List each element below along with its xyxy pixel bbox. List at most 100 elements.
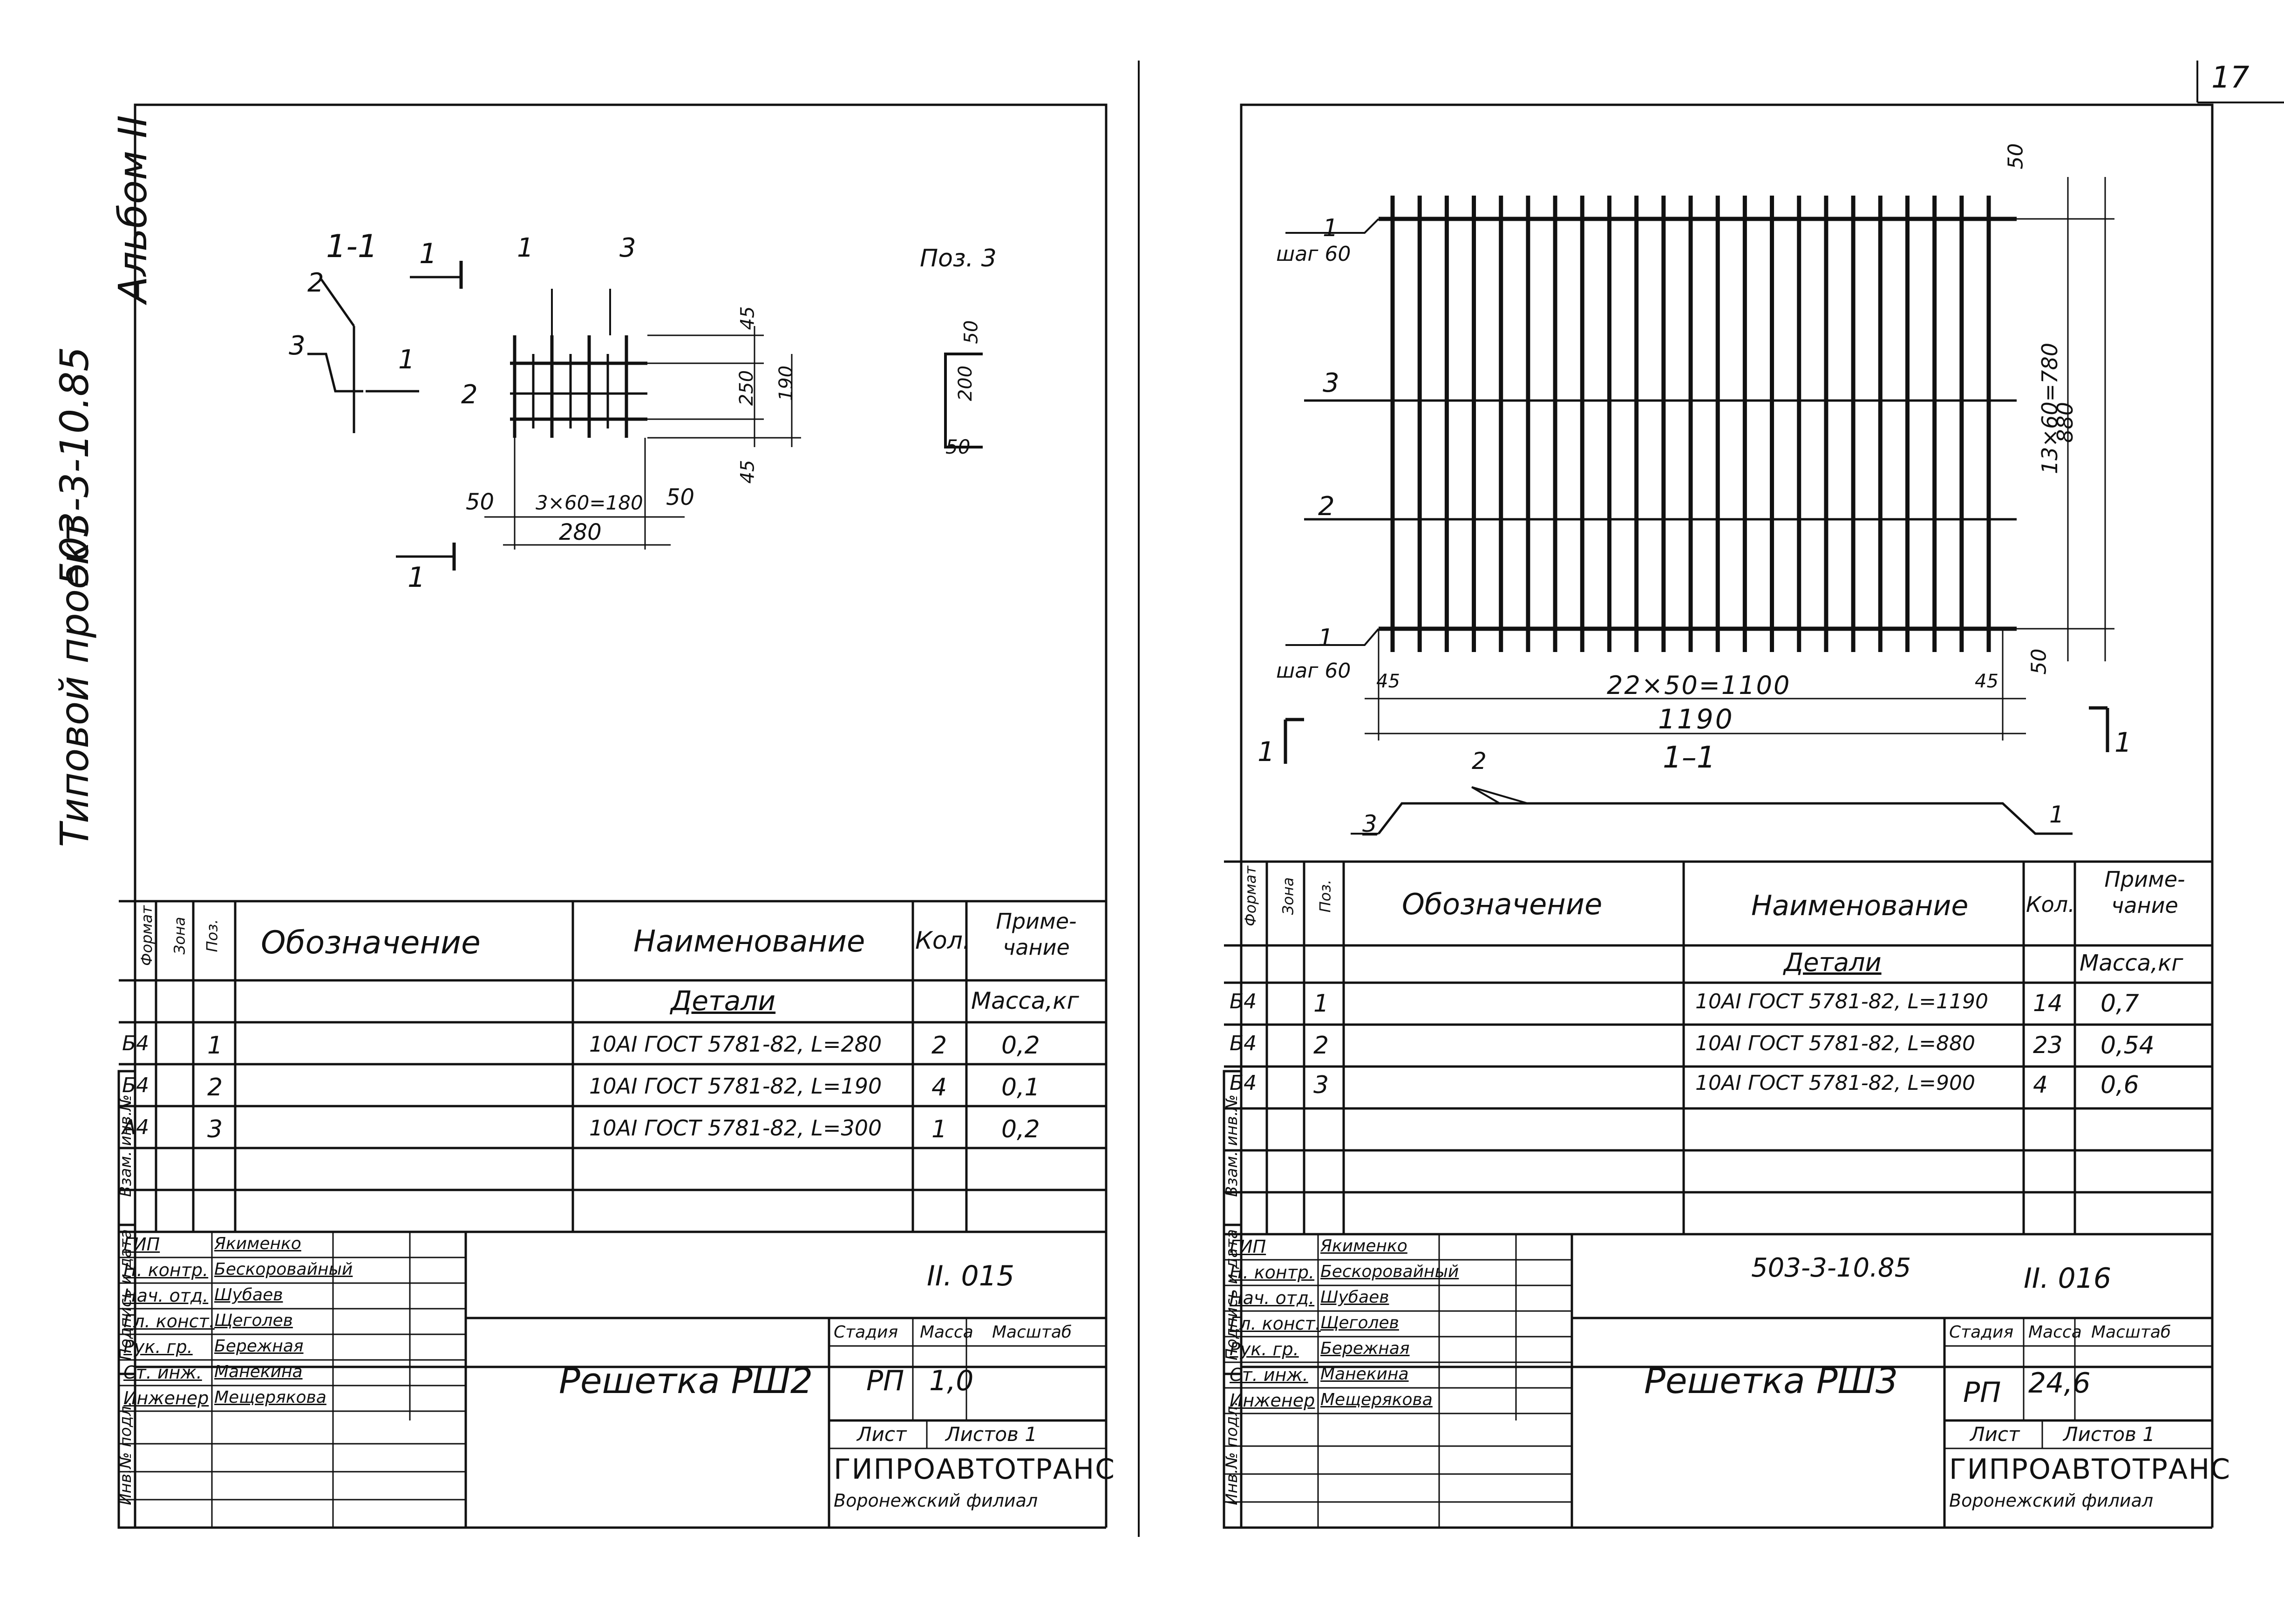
- r-mass-value: 24,6: [2028, 1367, 2091, 1400]
- org-name: ГИПРОАВТОТРАНС: [834, 1453, 1115, 1486]
- stage-value: РП: [866, 1365, 904, 1397]
- stamp-name: Бескоровайный: [214, 1260, 353, 1279]
- branch-name: Воронежский филиал: [834, 1490, 1038, 1511]
- dim-45-right: 45: [1975, 671, 1999, 692]
- callout-p1-top: 1: [1323, 214, 1339, 242]
- left-plan-grid: [484, 289, 983, 550]
- hdr-qty: Кол.: [915, 927, 971, 955]
- row-name: 10АI ГОСТ 5781-82, L=280: [589, 1032, 882, 1057]
- stamp-name: Бескоровайный: [1320, 1262, 1459, 1281]
- r-row-qty: 14: [2033, 990, 2063, 1017]
- section-mark-top: 1: [419, 238, 437, 270]
- stamp-name: Бережная: [214, 1337, 304, 1356]
- r-row-name: 10АI ГОСТ 5781-82, L=900: [1695, 1071, 1975, 1095]
- stamp-role: ГИП: [1230, 1237, 1266, 1257]
- hdr-name: Наименование: [633, 924, 865, 959]
- r-row-mass: 0,6: [2100, 1071, 2139, 1099]
- spec-section: Детали: [671, 985, 776, 1017]
- pos3-dim-50b: 50: [945, 435, 971, 458]
- dim-22x50: 22×50=1100: [1607, 671, 1791, 700]
- stamp-name: Щеголев: [1320, 1313, 1399, 1332]
- mass-value: 1,0: [929, 1365, 974, 1397]
- r-mass-label: Масса: [2028, 1323, 2082, 1342]
- stamp-title: Решетка РШ2: [559, 1360, 813, 1401]
- callout-p3: 3: [1323, 368, 1339, 398]
- r-row-name: 10АI ГОСТ 5781-82, L=880: [1695, 1032, 1975, 1055]
- r-row-format: Б4: [1230, 1032, 1257, 1055]
- row-pos: 3: [207, 1115, 223, 1143]
- r-sheets-label: Листов 1: [2063, 1423, 2155, 1446]
- pos3-title: Поз. 3: [920, 245, 997, 272]
- stamp-name: Щеголев: [214, 1311, 293, 1330]
- r-row-pos: 1: [1313, 990, 1329, 1018]
- stamp-role: Инженер: [123, 1388, 209, 1408]
- dim-3x60: 3×60=180: [536, 491, 643, 514]
- row-format: Б4: [122, 1032, 150, 1055]
- section-mark-left: 1: [1258, 736, 1275, 768]
- hdr-note: Приме-чание: [996, 909, 1077, 960]
- row-name: 10АI ГОСТ 5781-82, L=190: [589, 1074, 882, 1099]
- stamp-role: Нач. отд.: [1230, 1288, 1315, 1308]
- project-code-label: 503-3-10.85: [52, 347, 97, 586]
- stamp-role: Н. контр.: [123, 1260, 209, 1280]
- stamp-role: Ст. инж.: [123, 1362, 202, 1383]
- stamp-name: Шубаев: [214, 1285, 283, 1305]
- stage-label: Стадия: [834, 1323, 898, 1342]
- stamp-role: Рук. гр.: [123, 1337, 193, 1357]
- dim-45-left: 45: [1376, 671, 1400, 692]
- r-row-mass: 0,7: [2100, 990, 2139, 1018]
- section-label-right: 1–1: [1663, 741, 1716, 775]
- r-hdr-qty: Кол.: [2026, 892, 2075, 917]
- left-pos1-label: 1: [398, 345, 415, 375]
- r-mass-unit: Масса,кг: [2080, 950, 2183, 976]
- r-sheet-label: Лист: [1970, 1423, 2020, 1446]
- r-org-name: ГИПРОАВТОТРАНС: [1949, 1453, 2231, 1486]
- row-mass: 0,1: [1001, 1074, 1040, 1101]
- r-hdr-name: Наименование: [1751, 890, 1969, 922]
- section-mark-bottom: 1: [408, 561, 426, 594]
- pos3-dim-50a: 50: [960, 320, 982, 344]
- stamp-name: Манекина: [214, 1362, 303, 1381]
- section-label: 1-1: [326, 228, 378, 265]
- dim-50-bottom: 50: [2027, 648, 2051, 675]
- row-qty: 1: [931, 1115, 947, 1143]
- callout-shag-top: шаг 60: [1276, 242, 1351, 266]
- r-hdr-zone: Зона: [1279, 877, 1297, 915]
- r-stamp-title: Решетка РШ3: [1644, 1360, 1898, 1401]
- section-mark-right: 1: [2114, 727, 2132, 758]
- r-spec-section: Детали: [1784, 948, 1882, 977]
- album-label: Альбом II: [110, 115, 156, 303]
- section-p1: 1: [2049, 801, 2064, 828]
- stamp-role: Ст. инж.: [1230, 1365, 1308, 1385]
- inv-vzam-label-r: Взам. инв.№: [1223, 1094, 1241, 1197]
- callout-p1-bottom: 1: [1318, 624, 1334, 652]
- r-row-qty: 23: [2033, 1032, 2063, 1059]
- stamp-name: Манекина: [1320, 1365, 1409, 1384]
- r-row-format: Б4: [1230, 1071, 1257, 1095]
- callout-p2: 2: [1318, 491, 1335, 522]
- r-scale-label: Масштаб: [2091, 1323, 2171, 1342]
- hdr-zone: Зона: [170, 917, 189, 955]
- stamp-role: Н. контр.: [1230, 1262, 1315, 1283]
- left-section-drawing: [307, 261, 463, 571]
- r-row-name: 10АI ГОСТ 5781-82, L=1190: [1695, 990, 1988, 1013]
- r-stage-label: Стадия: [1949, 1323, 2014, 1342]
- r-stamp-project: 503-3-10.85: [1751, 1253, 1911, 1283]
- inv-vzam-label: Взам. инв.№: [116, 1094, 135, 1197]
- dim-280: 280: [559, 519, 602, 545]
- row-format: Б4: [122, 1074, 150, 1097]
- hdr-designation: Обозначение: [261, 924, 481, 961]
- plan-pos3-label: 3: [619, 233, 636, 263]
- scale-label: Масштаб: [992, 1323, 1072, 1342]
- project-type-label: Типовой проект: [52, 518, 97, 847]
- left-pos3-label: 3: [289, 331, 306, 361]
- stamp-role: Гл. конст.: [123, 1311, 215, 1332]
- row-pos: 2: [207, 1074, 223, 1101]
- r-row-mass: 0,54: [2100, 1032, 2155, 1060]
- right-mesh-grid: [1284, 177, 2114, 835]
- callout-shag-bottom: шаг 60: [1276, 659, 1351, 683]
- r-row-qty: 4: [2033, 1071, 2048, 1098]
- r-hdr-pos: Поз.: [1316, 879, 1334, 913]
- stamp-name: Бережная: [1320, 1339, 1410, 1358]
